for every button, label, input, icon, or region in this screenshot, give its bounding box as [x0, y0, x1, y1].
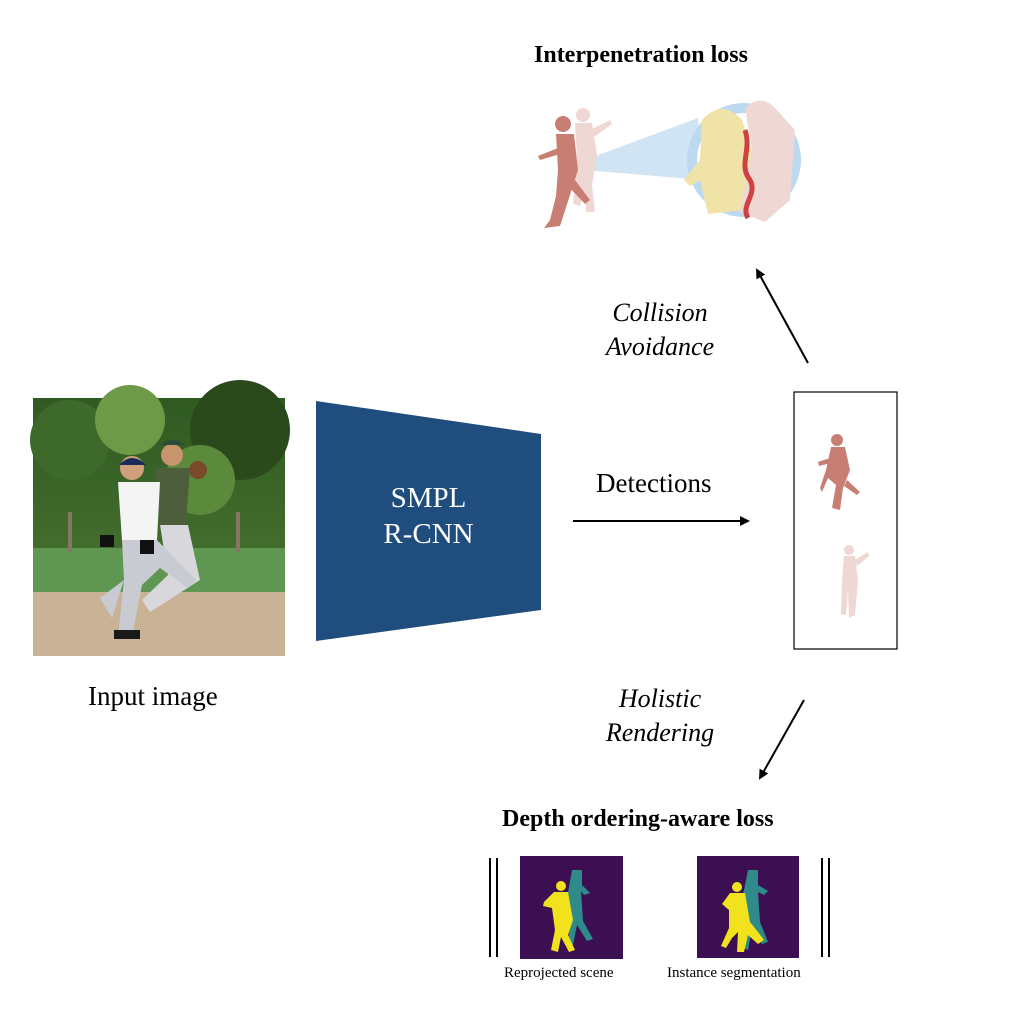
collision-label-line1: Collision — [612, 298, 708, 327]
holistic-rendering-label: Holistic Rendering — [580, 682, 740, 750]
collision-label-line2: Avoidance — [605, 332, 715, 361]
instance-segmentation-panel — [697, 856, 799, 958]
input-image-label: Input image — [88, 681, 218, 711]
depth-ordering-title: Depth ordering-aware loss — [502, 806, 774, 832]
collision-avoidance-label: Collision Avoidance — [580, 296, 740, 364]
smpl-rcnn-block — [316, 401, 541, 641]
detected-mesh-front — [818, 434, 860, 510]
holistic-arrow — [759, 699, 805, 780]
smpl-rcnn-line1: SMPL — [390, 482, 467, 514]
interpenetration-title: Interpenetration loss — [534, 42, 748, 68]
smpl-rcnn-line2: R-CNN — [383, 518, 474, 550]
holistic-label-line1: Holistic — [618, 684, 702, 713]
norm-bar-left — [489, 858, 498, 957]
detected-mesh-back — [841, 545, 869, 618]
detections-label: Detections — [596, 468, 712, 498]
interpenetration-illustration — [538, 100, 801, 228]
reprojected-scene-panel — [520, 856, 623, 959]
collision-arrow — [756, 268, 809, 364]
instance-segmentation-caption: Instance segmentation — [667, 965, 801, 981]
holistic-label-line2: Rendering — [605, 718, 715, 747]
input-image — [30, 380, 290, 656]
norm-bar-right — [821, 858, 830, 957]
reprojected-scene-caption: Reprojected scene — [504, 965, 614, 981]
smpl-rcnn-label: SMPL R-CNN — [316, 480, 541, 552]
